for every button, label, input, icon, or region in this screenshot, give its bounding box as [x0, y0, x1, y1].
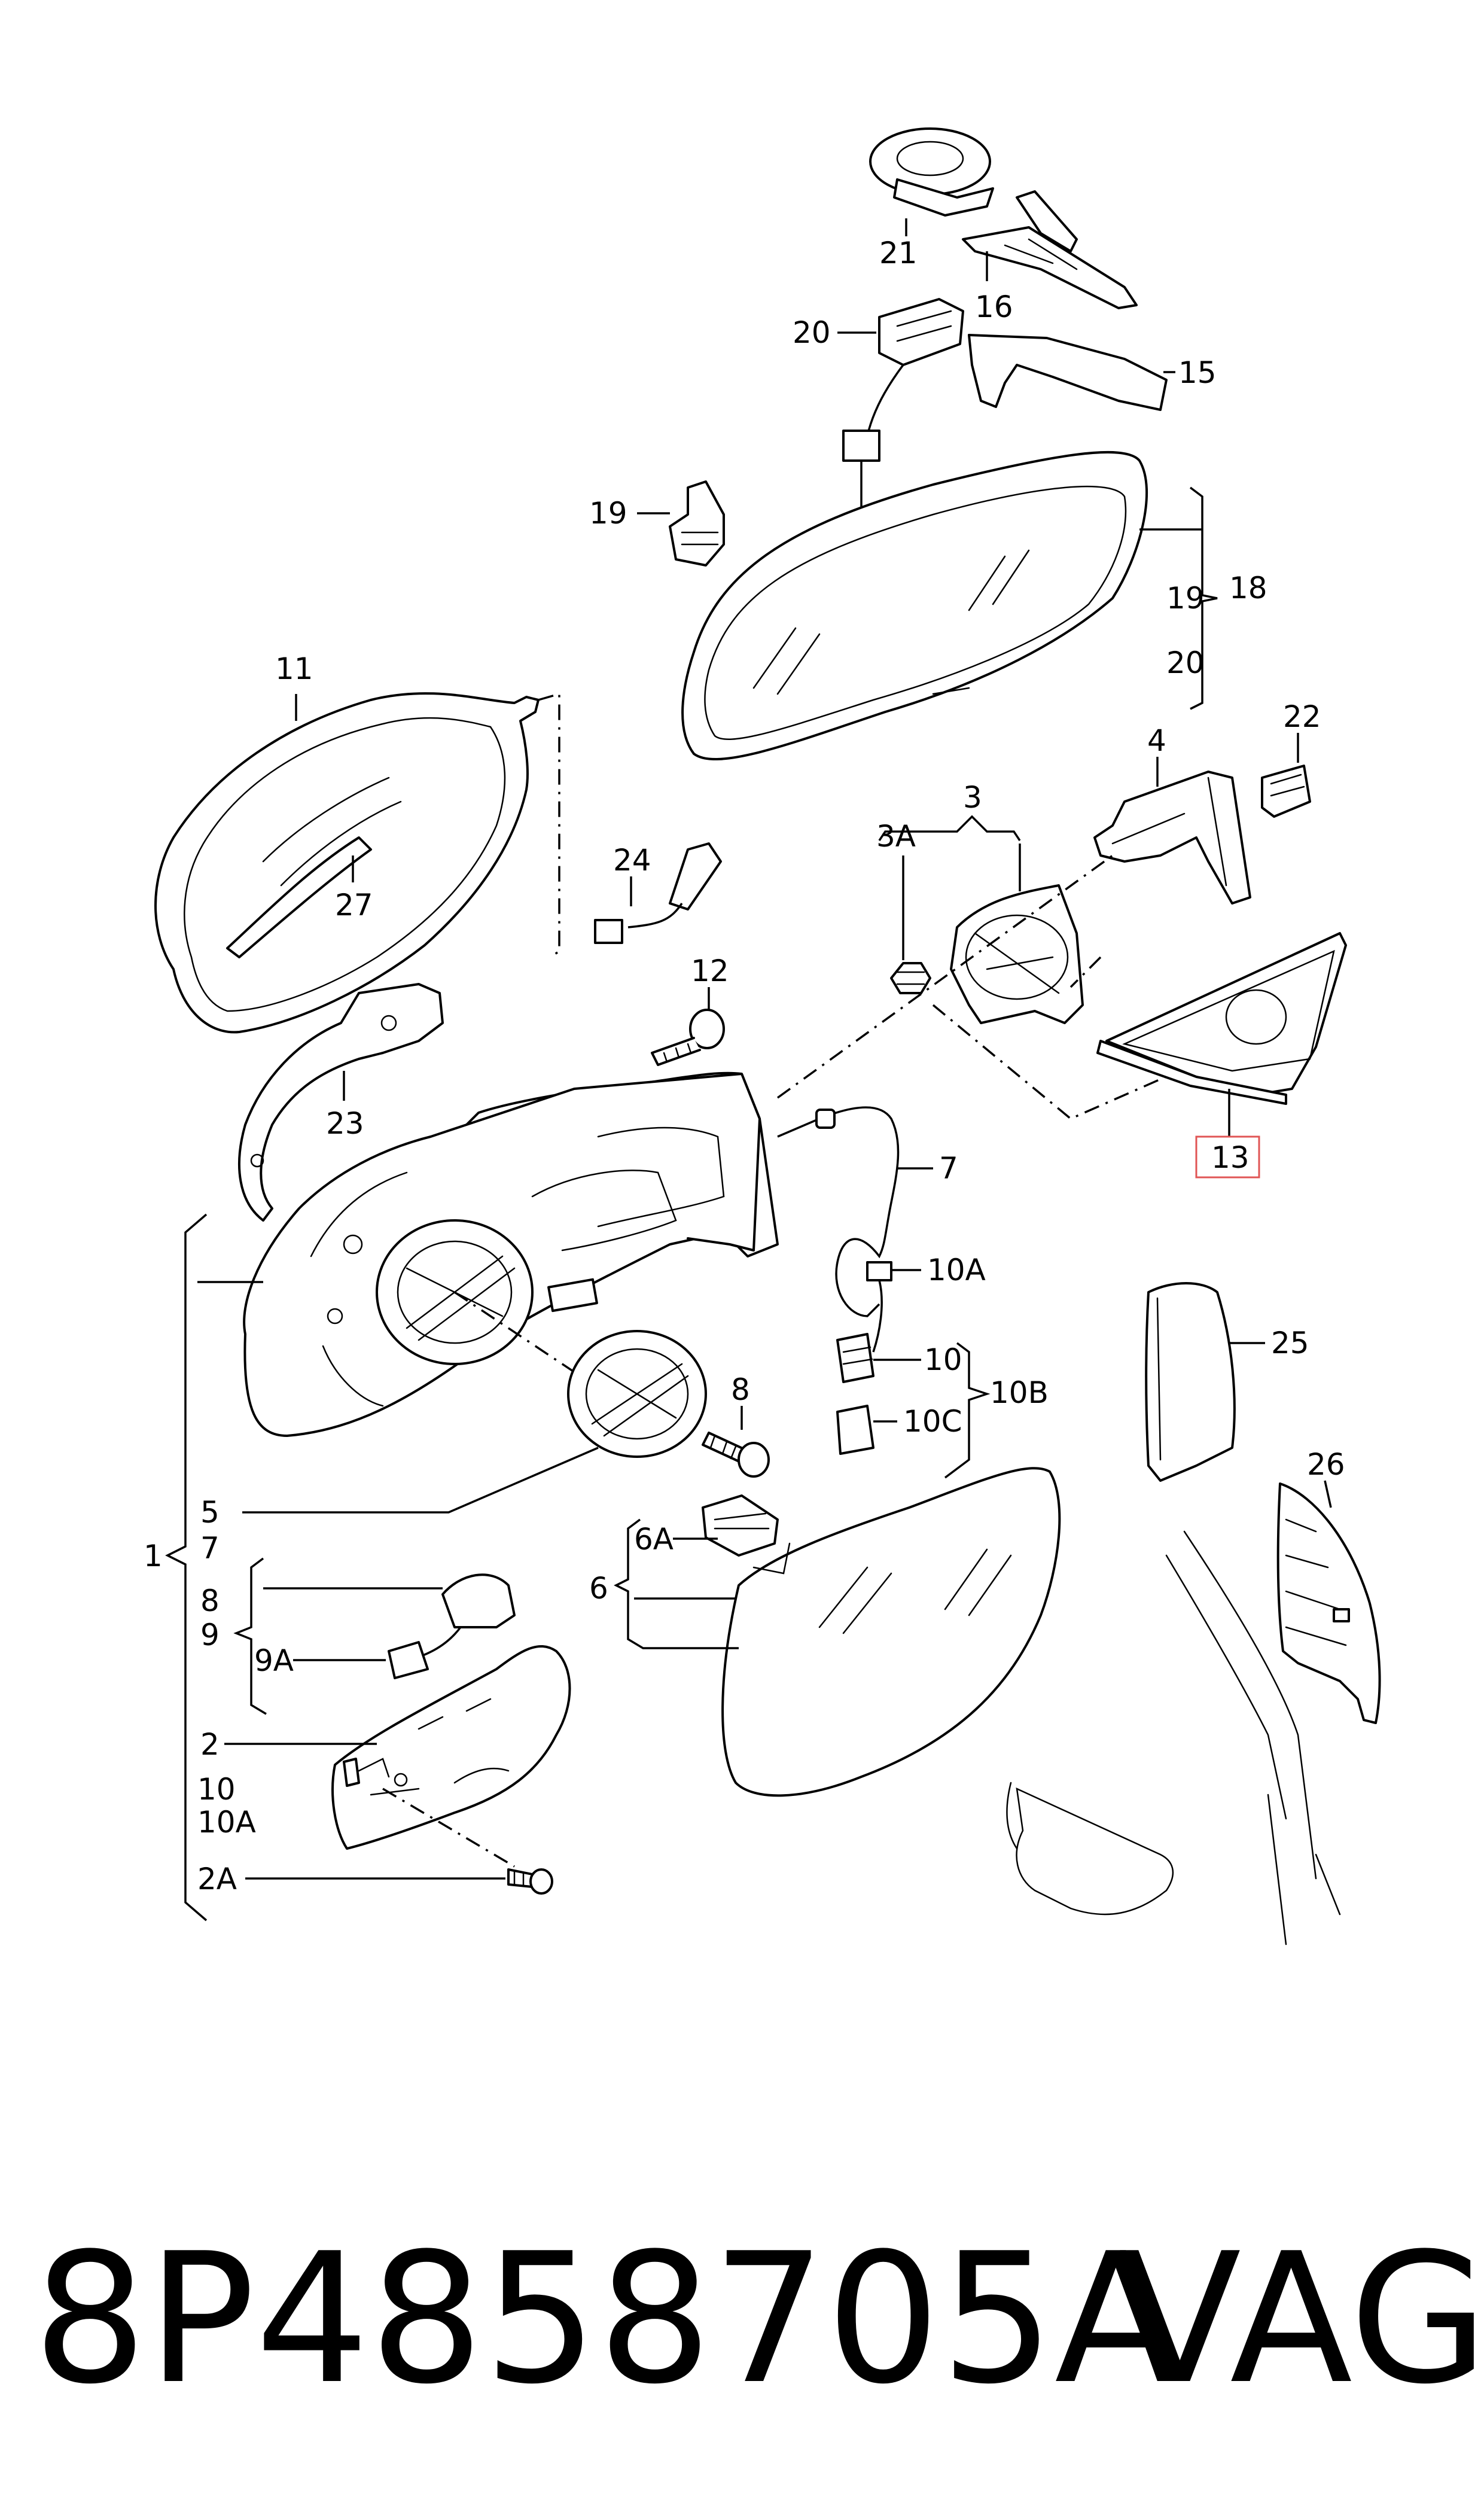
- callout-10b: 10B: [990, 1375, 1049, 1410]
- part-15-trim: [968, 334, 1168, 411]
- part-25-trim: [1145, 1282, 1236, 1482]
- part-21-sensor: [869, 127, 994, 217]
- callout-12: 12: [691, 954, 729, 988]
- callout-20a: 20: [793, 315, 831, 350]
- part-13-triangle-cover: [1096, 932, 1347, 1105]
- callout-13: 13: [1211, 1140, 1250, 1175]
- dash-2a: [382, 1788, 515, 1868]
- callout-19a: 19: [589, 496, 627, 531]
- part-2-lower-cover: [331, 1645, 571, 1850]
- part-20-connector: [842, 298, 964, 545]
- part-23-guide: [238, 983, 444, 1222]
- part-11-housing-cap: [154, 692, 540, 1034]
- leader-5: [242, 1447, 599, 1514]
- dash-11: [538, 692, 560, 958]
- part-4-bracket: [1093, 771, 1251, 905]
- callout-11: 11: [275, 651, 313, 686]
- bracket-10b: [944, 1342, 991, 1479]
- part-18-interior-mirror: [681, 450, 1148, 761]
- callout-7b: 7: [200, 1531, 220, 1566]
- part-12-screw: [651, 1009, 725, 1066]
- part-10c-connector: [836, 1405, 874, 1455]
- callout-16: 16: [975, 290, 1013, 324]
- callout-10: 10: [924, 1342, 962, 1377]
- part-3-base: [950, 884, 1084, 1024]
- bracket-3: [878, 815, 1021, 841]
- callout-8: 8: [731, 1372, 750, 1407]
- callout-4: 4: [1147, 723, 1166, 758]
- callout-10d: 10: [197, 1772, 236, 1807]
- dash-main: [776, 854, 1114, 1099]
- callout-23: 23: [326, 1106, 364, 1141]
- callout-13-box: [1195, 1135, 1260, 1179]
- part-number: 8P4858705A: [33, 2215, 1178, 2423]
- callout-24: 24: [613, 843, 651, 878]
- part-6a-connector: [702, 1494, 779, 1557]
- callout-10a: 10A: [927, 1253, 986, 1287]
- callout-20b: 20: [1166, 646, 1205, 680]
- part-3a-clip: [890, 962, 931, 994]
- callout-1: 1: [144, 1539, 163, 1573]
- callout-2a: 2A: [197, 1862, 237, 1896]
- bracket-8-9: [233, 1557, 267, 1715]
- door-outline: [1006, 1530, 1341, 1945]
- part-10-connector: [836, 1333, 874, 1383]
- bracket-6: [614, 1518, 739, 1649]
- part-2a-screw: [507, 1868, 553, 1895]
- leader-26: [1324, 1480, 1332, 1508]
- callout-5: 5: [200, 1495, 220, 1530]
- callout-27: 27: [335, 888, 373, 922]
- callout-7: 7: [939, 1151, 958, 1186]
- callout-3a: 3A: [876, 819, 916, 854]
- callout-9: 9: [200, 1618, 220, 1652]
- part-22-clip: [1261, 765, 1311, 818]
- callout-2: 2: [200, 1727, 220, 1762]
- part-7-cable: [777, 1106, 900, 1353]
- callout-9a: 9A: [254, 1643, 294, 1678]
- callout-25: 25: [1271, 1326, 1309, 1360]
- brand: VAG: [1119, 2215, 1484, 2423]
- part-8-9-lamp: [388, 1573, 516, 1679]
- callout-10e: 10A: [197, 1805, 256, 1840]
- callout-19b: 19: [1166, 581, 1205, 616]
- callout-18: 18: [1229, 571, 1267, 605]
- callout-21: 21: [879, 236, 918, 270]
- part-6-mirror-glass: [721, 1467, 1061, 1797]
- callout-15: 15: [1178, 355, 1217, 390]
- callout-6: 6: [589, 1571, 608, 1606]
- part-24-wire: [594, 842, 722, 944]
- callout-8b: 8: [200, 1584, 220, 1618]
- part-19-connector: [669, 480, 725, 567]
- part-5-actuator: [567, 1330, 707, 1458]
- callout-10c: 10C: [903, 1404, 962, 1439]
- part-26-panel: [1276, 1482, 1381, 1724]
- bracket-1: [165, 1213, 208, 1922]
- callout-26: 26: [1307, 1447, 1345, 1482]
- callout-22: 22: [1283, 699, 1321, 734]
- dash-right: [1069, 956, 1102, 988]
- callout-3: 3: [963, 780, 982, 815]
- part-8-screw: [702, 1432, 770, 1478]
- part-1-mirror-assembly: [243, 1071, 779, 1437]
- callout-6a: 6A: [634, 1522, 674, 1557]
- bracket-18: [1189, 486, 1218, 710]
